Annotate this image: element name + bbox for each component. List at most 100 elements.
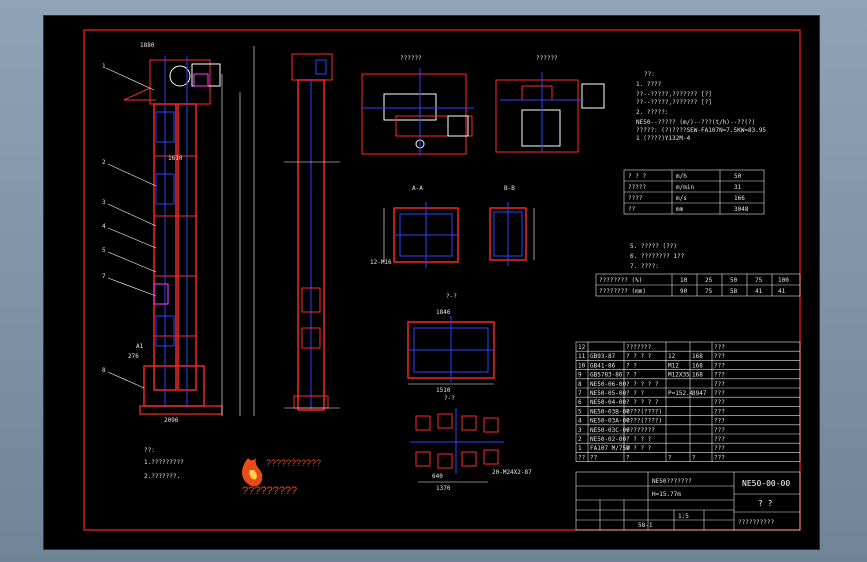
bom-cell: ??? xyxy=(714,436,725,443)
svg-text:5: 5 xyxy=(102,247,106,254)
dim-b4-label: 1370 xyxy=(436,485,451,492)
bom-cell: 12 xyxy=(668,353,676,360)
bom-cell: 7 xyxy=(578,390,582,397)
bom-cell: ? xyxy=(626,454,630,461)
bom-cell: NE50-03B-00 xyxy=(590,408,630,415)
elevator-blue-centerlines xyxy=(153,56,209,408)
bom-cell: ??? xyxy=(714,454,725,461)
bom-cell: ????(????) xyxy=(626,408,662,415)
dim-b2-label: 1510 xyxy=(436,387,451,394)
ref-276-label: 276 xyxy=(128,353,139,360)
bom-cell: ??? xyxy=(714,390,725,397)
ref-a1-label: A1 xyxy=(136,343,144,350)
bom-cell: 5 xyxy=(578,408,582,415)
bom-cell: M12X35 xyxy=(668,372,690,379)
bom-cell: NE50-03A-00 xyxy=(590,418,630,425)
section-b-view xyxy=(489,202,535,266)
elevator-main-view xyxy=(105,46,255,416)
svg-text:6. ???????? 1??: 6. ???????? 1?? xyxy=(630,253,685,260)
svg-text:m/min: m/min xyxy=(676,184,694,191)
plan-view-drive xyxy=(361,68,474,156)
svg-text:41: 41 xyxy=(755,288,763,295)
bom-cell: GB93-87 xyxy=(590,353,616,360)
svg-text:58: 58 xyxy=(730,288,738,295)
bom-cell: ? ? xyxy=(626,362,637,369)
bom-cell: ??? xyxy=(714,427,725,434)
bolt-layout-view xyxy=(410,408,504,483)
bom-cell: GB41-86 xyxy=(590,362,616,369)
svg-text:1. ????: 1. ???? xyxy=(636,81,662,88)
section-a-view xyxy=(383,202,459,268)
svg-text:????: ???? xyxy=(628,195,643,202)
bom-cell: ? ? ? xyxy=(626,390,644,397)
svg-text:50: 50 xyxy=(730,277,738,284)
cad-drawing: 1880 1610 2096 A1 276 12 34 57 8 ?????? … xyxy=(83,29,801,531)
section-c-title: ?-? xyxy=(446,293,457,300)
bom-cell: ??? xyxy=(714,381,725,388)
dim-mid-label: 1610 xyxy=(168,155,183,162)
bom-cell: ???????? xyxy=(626,427,655,434)
title-drawing-no: NE50-00-00 xyxy=(742,479,790,488)
svg-text:3048: 3048 xyxy=(734,206,749,213)
svg-text:??: ?? xyxy=(628,206,636,213)
section-a-title: A-A xyxy=(412,185,423,192)
bom-cell: 3947 xyxy=(692,390,707,397)
wide-table-cells: ???????? (%) 10 25 50 75 100 ???????? (m… xyxy=(599,277,789,295)
notes-mid: 5. ????? (??) 6. ???????? 1?? 7. ????: xyxy=(630,243,685,270)
svg-text:7. ????:: 7. ????: xyxy=(630,263,659,270)
plan-view-title: ?????? xyxy=(400,55,422,62)
notes-top-title: ??: xyxy=(644,71,655,78)
bom-cell: 1 xyxy=(578,445,582,452)
svg-text:41: 41 xyxy=(778,288,786,295)
bom-cell: ? xyxy=(692,454,696,461)
bom-cell: 11 xyxy=(578,353,586,360)
title-name: NE50??????? xyxy=(652,478,692,485)
side-view-title: ?????? xyxy=(536,55,558,62)
part-number-callouts: 12 34 57 8 xyxy=(102,63,106,374)
svg-text:90: 90 xyxy=(680,288,688,295)
svg-text:NE50--????? (m/)--???(t/h)--??: NE50--????? (m/)--???(t/h)--??(?) xyxy=(636,119,755,126)
title-type: ? ? xyxy=(758,499,773,508)
bom-cell: NE50-04-00 xyxy=(590,399,627,406)
bom-cell: 168 xyxy=(692,372,703,379)
bom-cell: ??? xyxy=(714,362,725,369)
bom-cell: GB5783-86 xyxy=(590,372,623,379)
section-d-title: ?-? xyxy=(444,395,455,402)
wide-table xyxy=(595,273,801,297)
notes-top-lines: 1. ???? ??--?????,??????? [?] ??--?????,… xyxy=(636,81,766,142)
bom-cell: NE50-02-00 xyxy=(590,436,627,443)
flame-logo-icon xyxy=(242,458,263,487)
svg-text:? ? ?: ? ? ? xyxy=(628,173,646,180)
svg-text:75: 75 xyxy=(755,277,763,284)
svg-text:3: 3 xyxy=(102,199,106,206)
spec-table-cells: ? ? ? m/h 50 ????? m/min 31 ???? m/s 166… xyxy=(628,173,749,213)
bom-cell: ?? xyxy=(590,454,598,461)
spec-table xyxy=(623,169,765,215)
bom-cell: ??? xyxy=(714,353,725,360)
dim-bottom-label: 2096 xyxy=(164,417,179,424)
bom-cell: FA107 M/75W xyxy=(590,445,630,452)
bom-cell: ? xyxy=(668,454,672,461)
svg-text:7: 7 xyxy=(102,273,106,280)
bom-cell: 3 xyxy=(578,427,582,434)
svg-text:?????: (?)????SEW-FA107N=7.: ?????: (?)????SEW-FA107N=7.5KW=83.95 xyxy=(636,127,766,134)
svg-text:8: 8 xyxy=(102,367,106,374)
bom-cell: ? ? xyxy=(626,372,637,379)
bom-cell: ?? xyxy=(578,454,586,461)
dim-s2-label: 12-M16 xyxy=(370,259,392,266)
dim-b3-label: 640 xyxy=(432,473,443,480)
tech-notes-title: ??: xyxy=(144,447,155,454)
svg-text:10: 10 xyxy=(680,277,688,284)
bom-cell: 4 xyxy=(578,418,582,425)
title-company: ?????????? xyxy=(738,519,775,526)
bom-cell: 10 xyxy=(578,362,586,369)
